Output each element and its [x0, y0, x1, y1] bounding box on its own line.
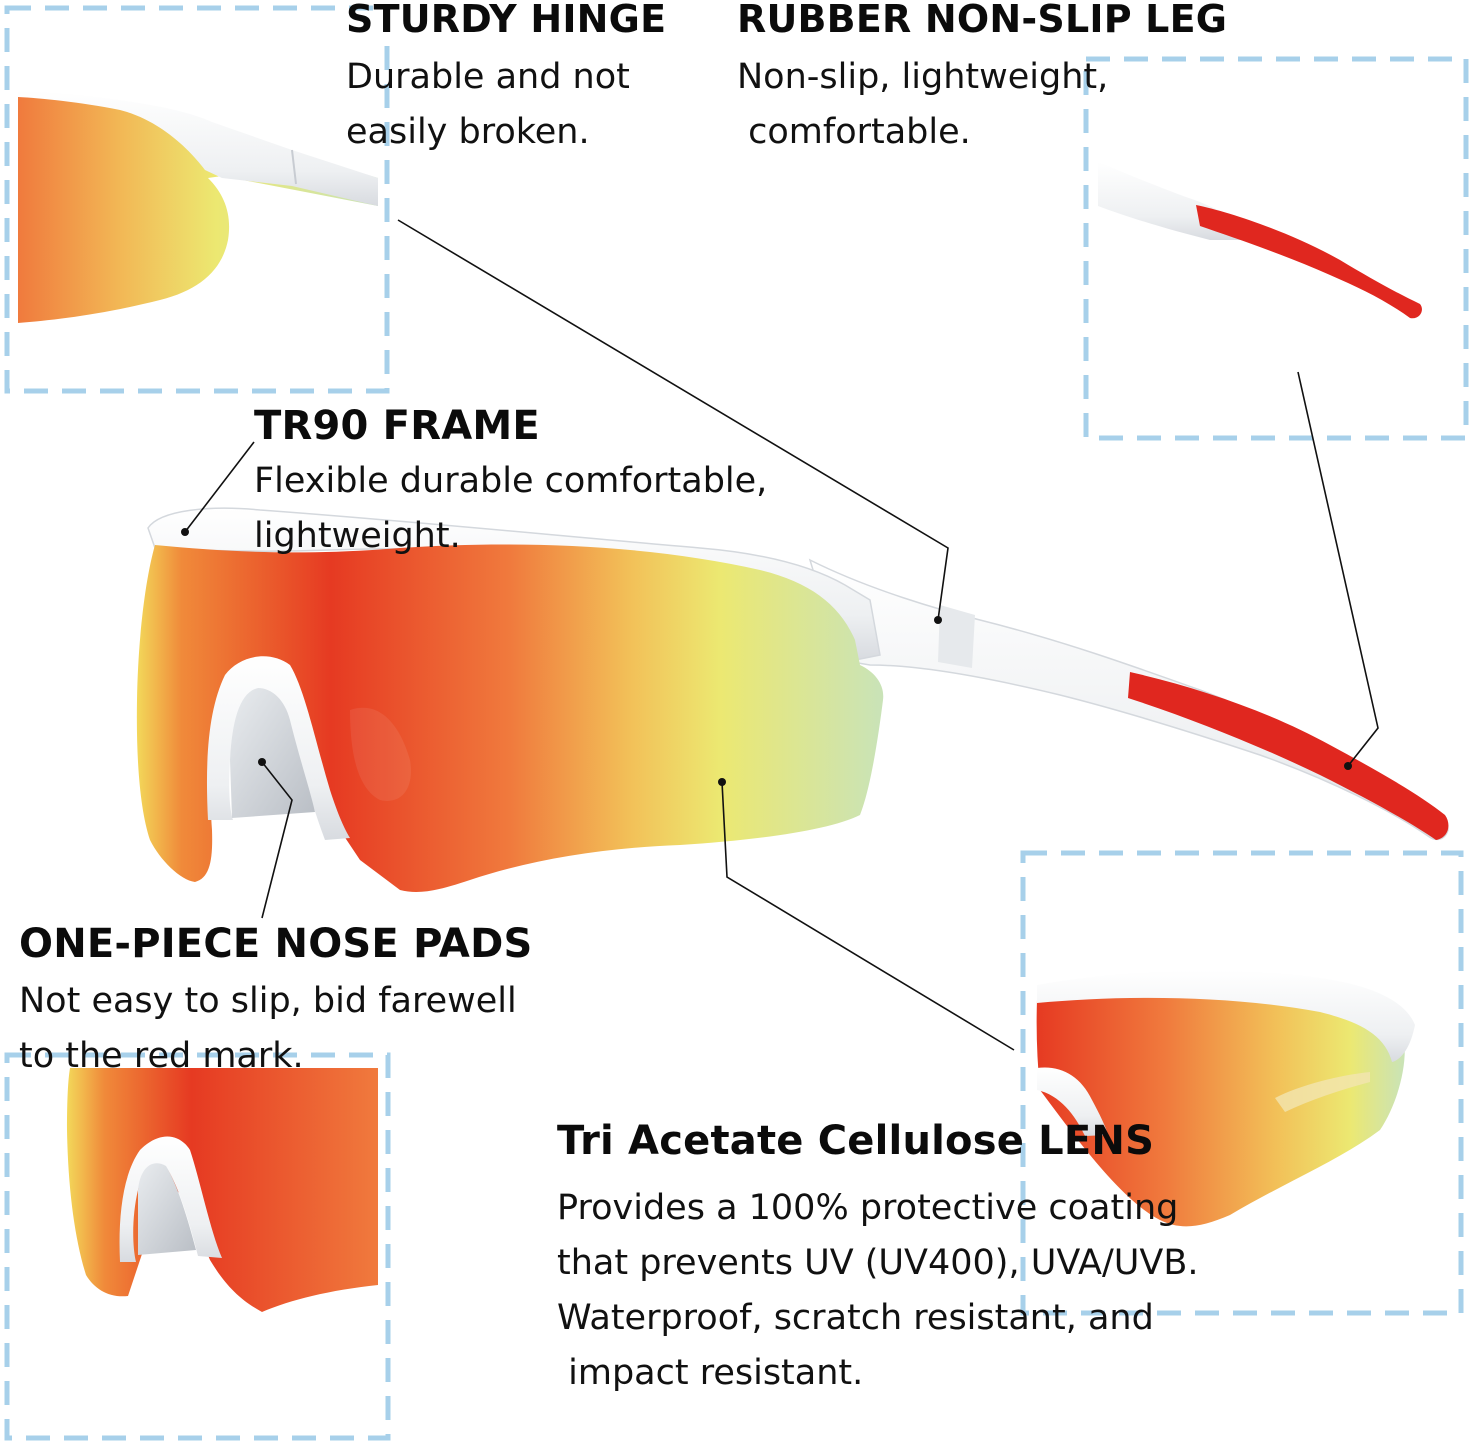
feature-nose: ONE-PIECE NOSE PADS Not easy to slip, bi…: [19, 924, 533, 1074]
feature-nose-desc-line-1: Not easy to slip, bid farewell: [19, 981, 517, 1021]
feature-lens-desc-line-1: Provides a 100% protective coating: [557, 1188, 1179, 1228]
feature-hinge-title: STURDY HINGE: [346, 0, 667, 41]
red-temple-tip-detail-icon: [1098, 162, 1422, 319]
leader-dot-frame: [181, 528, 189, 536]
leader-line-frame: [184, 441, 255, 533]
leader-line-lens: [721, 781, 1015, 1051]
leader-dot-nose: [258, 758, 266, 766]
feature-lens-title: Tri Acetate Cellulose LENS: [557, 1118, 1155, 1164]
detail-hinge-panel: [4, 5, 390, 394]
leader-line-nose: [261, 761, 293, 919]
feature-hinge-desc-line-1: Durable and not: [346, 57, 630, 97]
feature-frame-desc-line-1: Flexible durable comfortable,: [254, 461, 768, 501]
leader-line-hinge: [397, 219, 949, 621]
leader-lines: [181, 219, 1379, 1051]
feature-nose-title: ONE-PIECE NOSE PADS: [19, 921, 533, 967]
feature-leg-title: RUBBER NON-SLIP LEG: [737, 0, 1228, 41]
leader-dot-leg: [1344, 762, 1352, 770]
detail-nose-panel: [4, 1052, 391, 1441]
detail-leg-panel: [1083, 56, 1469, 441]
leader-dot-lens: [718, 778, 726, 786]
feature-frame-desc-line-2: lightweight.: [254, 516, 461, 556]
feature-lens-desc-line-2: that prevents UV (UV400), UVA/UVB.: [557, 1243, 1199, 1283]
feature-hinge-desc-line-2: easily broken.: [346, 112, 590, 152]
sport-sunglasses-side-view-icon: [136, 507, 1449, 892]
lens-edge-detail-icon: [18, 90, 378, 323]
mirror-lens-detail-icon: [1036, 970, 1415, 1227]
feature-nose-desc-line-2: to the red mark.: [19, 1036, 304, 1076]
detail-lens-panel: [1020, 850, 1464, 1316]
feature-lens: Tri Acetate Cellulose LENS Provides a 10…: [557, 1121, 1198, 1391]
leader-dot-hinge: [934, 616, 942, 624]
feature-frame: TR90 FRAME Flexible durable comfortable,…: [254, 406, 767, 554]
feature-leg: RUBBER NON-SLIP LEG Non-slip, lightweigh…: [737, 0, 1227, 150]
feature-lens-desc-line-3: Waterproof, scratch resistant, and: [557, 1298, 1154, 1338]
feature-hinge: STURDY HINGE Durable and not easily brok…: [346, 0, 666, 150]
feature-leg-desc-line-2: comfortable.: [737, 112, 971, 152]
feature-frame-title: TR90 FRAME: [254, 403, 540, 449]
feature-lens-desc-line-4: impact resistant.: [557, 1353, 864, 1393]
leader-line-leg: [1297, 371, 1379, 767]
nose-pad-detail-icon: [67, 1068, 378, 1312]
feature-leg-desc-line-1: Non-slip, lightweight,: [737, 57, 1109, 97]
